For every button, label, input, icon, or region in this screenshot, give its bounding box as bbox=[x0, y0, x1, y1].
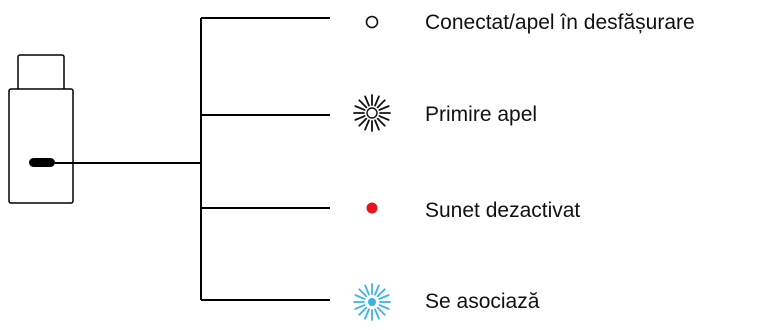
hollow-circle-icon bbox=[365, 15, 379, 29]
legend-label-connected: Conectat/apel în desfășurare bbox=[425, 11, 695, 34]
legend-connector-lines bbox=[55, 17, 330, 301]
burst-ray bbox=[354, 105, 366, 111]
burst-ray bbox=[358, 117, 368, 127]
burst-ray bbox=[354, 304, 366, 310]
burst-ray bbox=[374, 284, 380, 296]
burst-ray bbox=[378, 115, 390, 121]
burst-ray bbox=[378, 105, 390, 111]
burst-ray bbox=[378, 294, 390, 300]
burst-ray bbox=[376, 306, 386, 316]
solid-dot-icon bbox=[366, 202, 378, 214]
burst-ray bbox=[364, 95, 370, 107]
burst-ray bbox=[364, 308, 370, 320]
burst-ray bbox=[376, 99, 386, 109]
burst-ray bbox=[376, 288, 386, 298]
burst-ray bbox=[376, 117, 386, 127]
burst-dot-icon bbox=[353, 283, 391, 321]
usb-receiver-body bbox=[8, 88, 74, 204]
usb-connector bbox=[17, 54, 65, 92]
status-indicator-light bbox=[29, 158, 55, 167]
burst-circle-icon bbox=[353, 94, 391, 132]
burst-ray bbox=[358, 288, 368, 298]
burst-ray bbox=[354, 115, 366, 121]
legend-label-pairing: Se asociază bbox=[425, 290, 540, 313]
burst-ray bbox=[378, 304, 390, 310]
burst-ray bbox=[364, 119, 370, 131]
usb-receiver-device bbox=[8, 54, 74, 204]
legend-label-muted: Sunet dezactivat bbox=[425, 199, 581, 222]
burst-ray bbox=[354, 294, 366, 300]
legend-label-incoming-call: Primire apel bbox=[425, 103, 538, 126]
burst-ray bbox=[364, 284, 370, 296]
burst-ray bbox=[374, 308, 380, 320]
burst-ray bbox=[358, 306, 368, 316]
burst-ray bbox=[374, 95, 380, 107]
burst-ray bbox=[358, 99, 368, 109]
burst-ray bbox=[374, 119, 380, 131]
